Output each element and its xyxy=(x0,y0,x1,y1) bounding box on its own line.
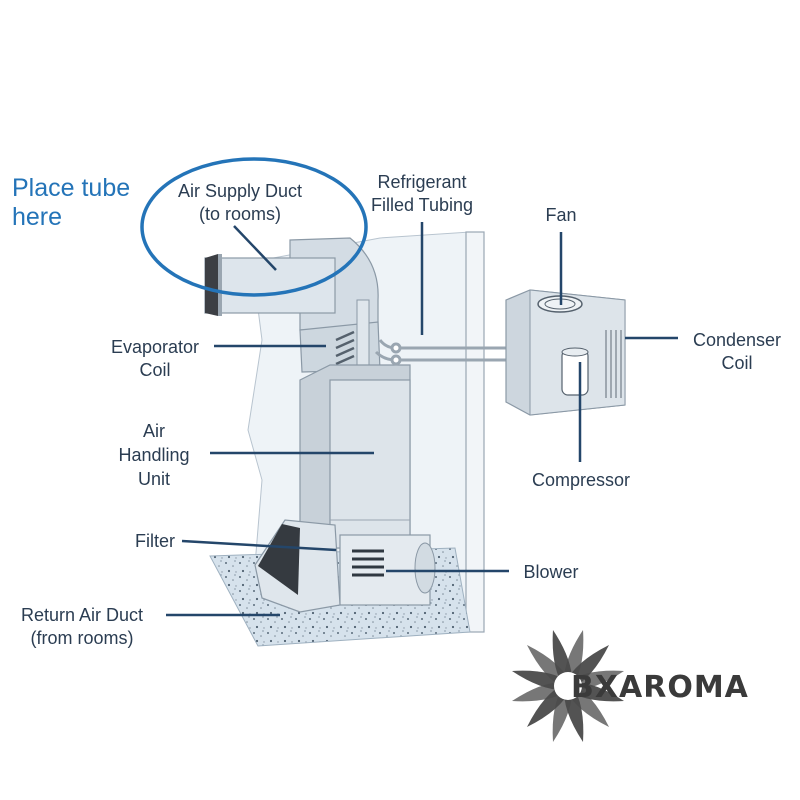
label-air-handling-1: Air xyxy=(143,421,165,441)
leader-air-supply xyxy=(233,225,277,271)
label-refrigerant-2: Filled Tubing xyxy=(371,195,473,215)
annotation-line-2: here xyxy=(12,203,62,231)
placement-highlight-ellipse xyxy=(140,157,368,297)
label-air-handling-2: Handling xyxy=(118,445,189,465)
leader-lines xyxy=(166,222,678,617)
label-air-supply-duct-1: Air Supply Duct xyxy=(178,181,302,201)
exterior-wall xyxy=(465,231,485,633)
label-condenser-2: Coil xyxy=(721,353,752,373)
label-compressor: Compressor xyxy=(532,470,630,490)
label-fan: Fan xyxy=(545,205,576,225)
label-return-air-2: (from rooms) xyxy=(31,628,134,648)
air-handling-unit xyxy=(299,364,411,561)
annotation-line-1: Place tube xyxy=(12,174,130,202)
label-filter: Filter xyxy=(135,531,175,551)
flower-icon xyxy=(511,629,625,743)
label-condenser-1: Condenser xyxy=(693,330,781,350)
bxaroma-logo: BXAROMA xyxy=(511,629,749,743)
filter-return-duct xyxy=(254,519,341,613)
label-return-air-1: Return Air Duct xyxy=(21,605,143,625)
logo-center xyxy=(554,672,582,700)
compressor-body xyxy=(561,349,589,396)
label-evaporator-1: Evaporator xyxy=(111,337,199,357)
leader-filter xyxy=(181,539,337,552)
label-air-handling-3: Unit xyxy=(138,469,170,489)
label-refrigerant-1: Refrigerant xyxy=(377,172,466,192)
logo-text: BXAROMA xyxy=(571,670,749,705)
label-air-supply-duct-2: (to rooms) xyxy=(199,204,281,224)
refrigerant-tubing xyxy=(374,339,520,366)
label-evaporator-2: Coil xyxy=(139,360,170,380)
condenser-unit xyxy=(505,289,626,416)
label-blower: Blower xyxy=(523,562,578,582)
